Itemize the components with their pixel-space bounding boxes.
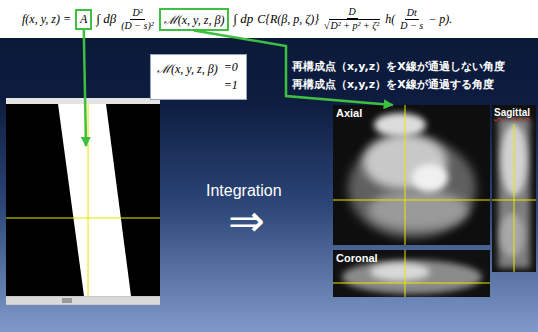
formula-term: (D − s)²: [121, 20, 154, 32]
node-text: ℳ(x, y, z, β): [164, 11, 225, 28]
projection-band: [58, 104, 131, 296]
node-text: =1: [224, 78, 238, 93]
node-text: =0: [224, 60, 238, 75]
ct-tissue: [500, 213, 524, 257]
scroll-thumb: [62, 298, 72, 303]
formula-term: Dt: [407, 7, 417, 19]
formula-term: D: [349, 6, 356, 18]
note: 再構成点（x,y,z）をX線が通過しない角度: [292, 59, 505, 74]
node-text: Axial: [336, 107, 362, 119]
scroll-bar: [6, 297, 160, 304]
ct-bright: [412, 164, 448, 192]
crosshair: [6, 218, 160, 219]
title-bar: [6, 98, 160, 104]
formula-term: D − s: [400, 20, 423, 32]
numerator: D²: [130, 7, 144, 20]
denominator: (D − s)²: [120, 20, 155, 32]
crosshair: [333, 283, 490, 284]
highlight-box: A: [75, 9, 92, 30]
formula-term: D²: [132, 7, 142, 19]
node-text: ℳ(x, y, z, β): [157, 60, 218, 77]
arrow-symbol: ⇒: [228, 199, 265, 243]
crosshair: [405, 250, 406, 297]
crosshair: [333, 200, 490, 201]
formula-term: C{R(β, p, ζ)}: [257, 12, 319, 27]
image-panel: Axial: [333, 105, 490, 245]
numerator: Dt: [405, 7, 419, 20]
image-frame: [6, 98, 160, 305]
ct-coronal-image: [342, 260, 482, 294]
ct-ground: [333, 250, 490, 297]
fraction: DtD − s: [399, 7, 424, 32]
formula-term: ∫ dp: [233, 11, 253, 27]
crosshair: [405, 105, 406, 245]
ct-bright: [374, 113, 426, 137]
formula-term: f(x, y, z) =: [22, 12, 71, 27]
formula-term: − p).: [428, 12, 452, 27]
caption-word: Integration: [206, 182, 282, 200]
node-text: Coronal: [336, 252, 378, 264]
definition-box: ℳ(x, y, z, β) =0 =1: [150, 54, 247, 100]
projection-ground: [6, 104, 160, 296]
fraction: D²(D − s)²: [120, 7, 155, 32]
ct-tissue: [368, 190, 468, 230]
ct-ground: [492, 105, 536, 272]
denominator: √D² + p² + ζ²: [323, 19, 381, 32]
ct-bright: [370, 263, 430, 281]
image-panel: Sagittal: [492, 105, 536, 272]
formula-term: h(: [385, 12, 395, 27]
highlight-box: ℳ(x, y, z, β): [159, 8, 230, 31]
crosshair: [514, 124, 515, 272]
formula-band: [0, 0, 538, 38]
crosshair: [492, 200, 536, 201]
ct-body: [342, 260, 482, 294]
node-text: A: [80, 12, 87, 27]
formula-row: f(x, y, z) =A∫ dβD²(D − s)²ℳ(x, y, z, β)…: [22, 0, 452, 38]
image-panel: Coronal: [333, 250, 490, 297]
formula-term: ∫ dβ: [96, 11, 116, 27]
numerator: D: [347, 6, 358, 19]
formula-term: D² + p² + ζ²: [329, 19, 380, 32]
note: 再構成点（x,y,z）をX線が通過する角度: [292, 77, 494, 92]
node-text: Sagittal: [494, 107, 530, 118]
pointer-arrow: [84, 30, 86, 147]
fraction: D√D² + p² + ζ²: [323, 6, 381, 32]
denominator: D − s: [399, 20, 424, 32]
ct-ground: [333, 105, 490, 245]
crosshair: [88, 104, 89, 296]
ct-axial-image: [348, 113, 476, 238]
